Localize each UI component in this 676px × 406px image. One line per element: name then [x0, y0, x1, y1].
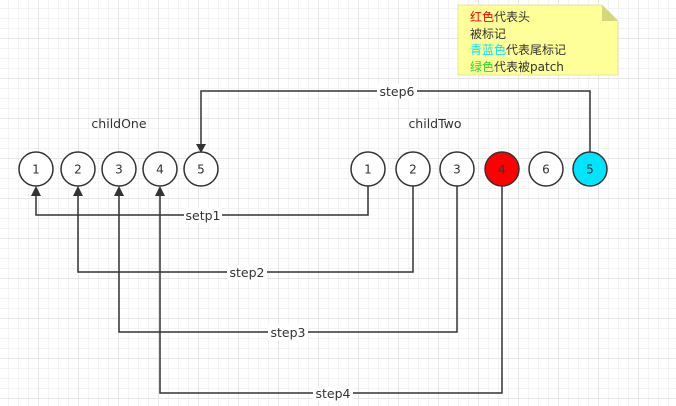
- child-two-title: childTwo: [408, 116, 461, 131]
- step4-arrowhead: [155, 186, 165, 196]
- legend-line-marked: 被标记: [470, 26, 507, 41]
- svg-text:3: 3: [115, 163, 123, 177]
- svg-text:5: 5: [197, 163, 205, 177]
- svg-text:5: 5: [586, 163, 594, 177]
- child-two-nodes: 1 2 3 4 6 5: [350, 151, 608, 187]
- svg-text:3: 3: [453, 163, 461, 177]
- step2-connector: [77, 186, 414, 273]
- legend-line-green: 绿色代表被patch: [470, 59, 566, 76]
- child-two-node-tail-marked: 5: [572, 151, 608, 187]
- step2-label: step2: [230, 265, 265, 280]
- legend-cyan-text: 代表尾标记: [506, 43, 567, 57]
- connectors: [35, 90, 591, 394]
- child-one-title: childOne: [91, 116, 146, 131]
- step6-arrowhead: [196, 144, 206, 153]
- child-one-node: 1: [18, 151, 54, 187]
- child-two-node: 6: [528, 151, 564, 187]
- child-two-node: 3: [439, 151, 475, 187]
- step6-connector: [200, 90, 591, 152]
- child-two-node-head-marked: 4: [484, 151, 520, 187]
- step3-arrowhead: [114, 186, 124, 196]
- child-one-node: 2: [60, 151, 96, 187]
- legend-red-text: 代表头: [494, 10, 531, 24]
- svg-text:2: 2: [74, 163, 82, 177]
- legend-green-word: 绿色: [470, 59, 495, 74]
- svg-text:1: 1: [32, 163, 40, 177]
- child-one-nodes: 1 2 3 4 5: [18, 151, 219, 187]
- step1-arrowhead: [31, 186, 41, 196]
- child-two-node: 2: [395, 151, 431, 187]
- svg-text:4: 4: [156, 163, 164, 177]
- step3-connector: [118, 186, 458, 333]
- legend-cyan-word: 青蓝色: [470, 43, 507, 57]
- child-one-node: 4: [142, 151, 178, 187]
- child-one-node: 5: [183, 151, 219, 187]
- svg-text:2: 2: [409, 163, 417, 177]
- step6-label: step6: [380, 84, 415, 99]
- child-two-node: 1: [350, 151, 386, 187]
- step1-label: setp1: [186, 208, 221, 223]
- svg-text:4: 4: [498, 163, 506, 177]
- legend-red-word: 红色: [470, 10, 495, 24]
- legend-note-shape: [457, 4, 619, 76]
- step2-arrowhead: [73, 186, 83, 196]
- child-one-node: 3: [101, 151, 137, 187]
- arrowheads: [31, 144, 206, 196]
- step-labels: setp1 step2 step3 step4 step6: [184, 84, 417, 401]
- step4-label: step4: [316, 386, 351, 401]
- legend-line-cyan: 青蓝色代表尾标记: [470, 42, 566, 59]
- svg-text:1: 1: [364, 163, 372, 177]
- step3-label: step3: [271, 325, 306, 340]
- legend-note: 红色代表头 被标记 青蓝色代表尾标记 绿色代表被patch: [458, 5, 618, 75]
- legend-green-text: 代表被patch: [494, 59, 564, 74]
- svg-text:6: 6: [542, 163, 550, 177]
- legend-line-red: 红色代表头: [470, 9, 566, 26]
